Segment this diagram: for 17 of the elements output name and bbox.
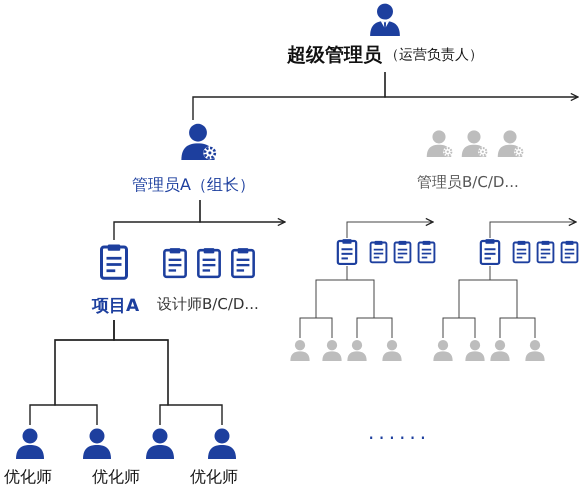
note-label: （运营负责人）	[385, 46, 483, 64]
arrow	[490, 218, 577, 238]
title-label: 超级管理员	[287, 43, 382, 68]
ellipsis-text: ......	[368, 420, 430, 444]
arrow	[384, 72, 579, 102]
role-label: 优化师	[92, 467, 140, 488]
arrow	[346, 218, 434, 238]
connector-line	[346, 266, 392, 338]
role-label: 优化师	[190, 467, 238, 488]
connector-line	[113, 320, 223, 425]
connector-line	[490, 266, 536, 338]
role-label: 管理员A（组长）	[132, 175, 255, 196]
project-label: 项目A	[92, 295, 140, 317]
role-label: 设计师B/C/D...	[157, 295, 259, 314]
arrow	[199, 200, 286, 226]
role-label: 优化师	[4, 467, 52, 488]
role-label: 管理员B/C/D...	[417, 173, 519, 192]
